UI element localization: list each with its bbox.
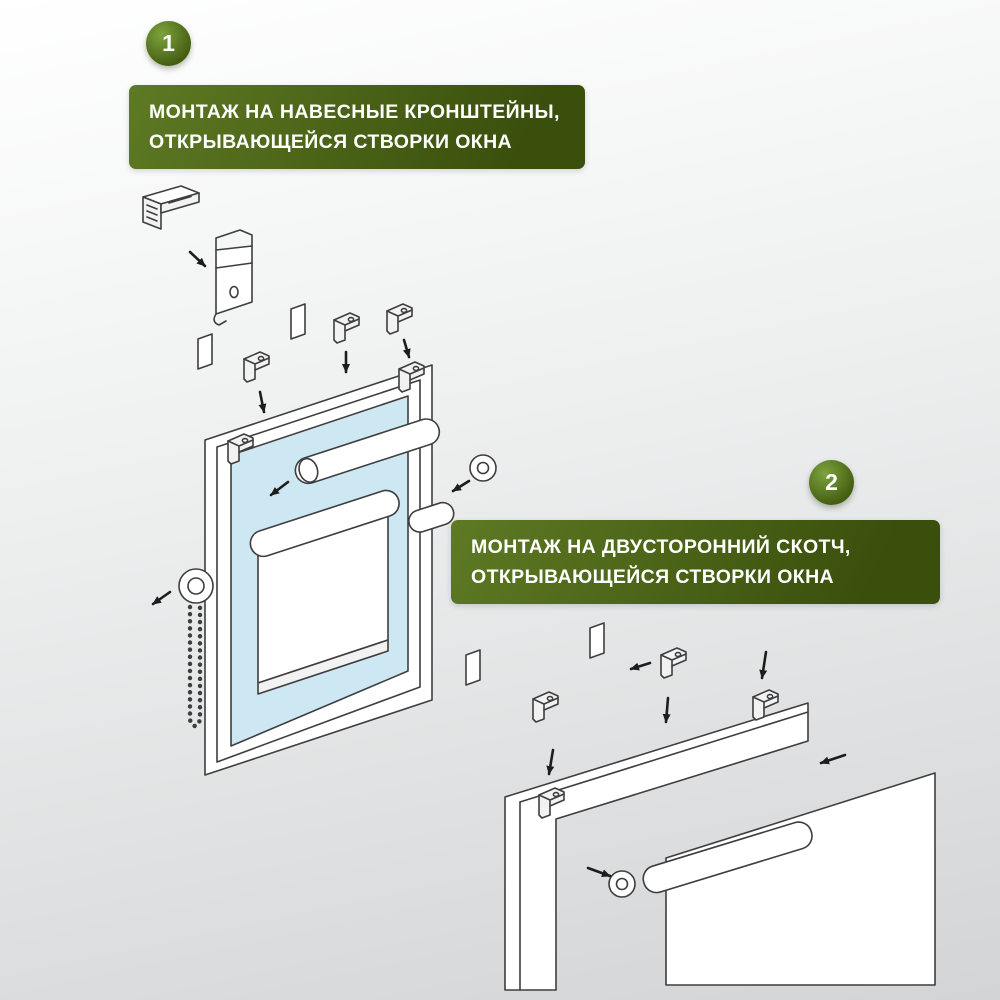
arrow bbox=[586, 866, 612, 878]
mounting-clip bbox=[243, 351, 270, 383]
hanging-bracket-part bbox=[213, 229, 253, 326]
step-2-number: 2 bbox=[825, 469, 838, 495]
roller-tube-segment bbox=[408, 501, 455, 533]
step-1-title-banner: МОНТАЖ НА НАВЕСНЫЕ КРОНШТЕЙНЫ, ОТКРЫВАЮЩ… bbox=[129, 85, 585, 169]
roller-tube-mounted bbox=[249, 489, 400, 558]
roller-blind-fabric bbox=[665, 772, 936, 986]
arrow bbox=[402, 338, 411, 359]
step-1-badge: 1 bbox=[146, 21, 191, 66]
tape-strip bbox=[589, 622, 605, 659]
ceiling-bracket-part bbox=[142, 185, 200, 230]
step-1-title-line2: ОТКРЫВАЮЩЕЙСЯ СТВОРКИ ОКНА bbox=[149, 131, 513, 153]
arrow bbox=[759, 650, 768, 680]
roller-blind-fabric bbox=[257, 512, 389, 695]
step-2-title-banner: МОНТАЖ НА ДВУСТОРОННИЙ СКОТЧ, ОТКРЫВАЮЩЕ… bbox=[451, 520, 940, 604]
arrow bbox=[662, 696, 671, 724]
tape-strip bbox=[290, 303, 306, 340]
diagram-hanging-brackets bbox=[142, 185, 497, 776]
arrow bbox=[546, 748, 555, 776]
mounting-clip bbox=[333, 312, 360, 344]
arrow bbox=[258, 390, 267, 414]
arrow bbox=[819, 753, 847, 765]
arrow bbox=[269, 480, 290, 497]
bead-chain bbox=[187, 604, 203, 729]
roller-tube bbox=[294, 418, 441, 485]
diagram-double-sided-tape bbox=[465, 622, 936, 991]
mounting-clip bbox=[660, 647, 687, 679]
window-frame-corner bbox=[504, 702, 809, 991]
step-1-number: 1 bbox=[162, 30, 175, 56]
arrow bbox=[151, 590, 172, 606]
chain-clutch bbox=[178, 568, 214, 604]
step-2-title-line2: ОТКРЫВАЮЩЕЙСЯ СТВОРКИ ОКНА bbox=[471, 566, 835, 588]
arrow bbox=[629, 661, 652, 671]
mounting-clip bbox=[386, 303, 413, 335]
step-2-badge: 2 bbox=[809, 460, 854, 505]
tape-strip bbox=[197, 333, 213, 370]
mounting-clip bbox=[532, 691, 559, 723]
arrow bbox=[188, 250, 207, 268]
arrow bbox=[451, 479, 471, 493]
end-cap bbox=[608, 870, 636, 898]
step-2-title-line1: МОНТАЖ НА ДВУСТОРОННИЙ СКОТЧ, bbox=[471, 536, 851, 558]
step-1-title-line1: МОНТАЖ НА НАВЕСНЫЕ КРОНШТЕЙНЫ, bbox=[149, 101, 560, 123]
end-cap bbox=[469, 454, 497, 482]
tape-strip bbox=[465, 649, 481, 686]
roller-tube bbox=[642, 821, 813, 894]
